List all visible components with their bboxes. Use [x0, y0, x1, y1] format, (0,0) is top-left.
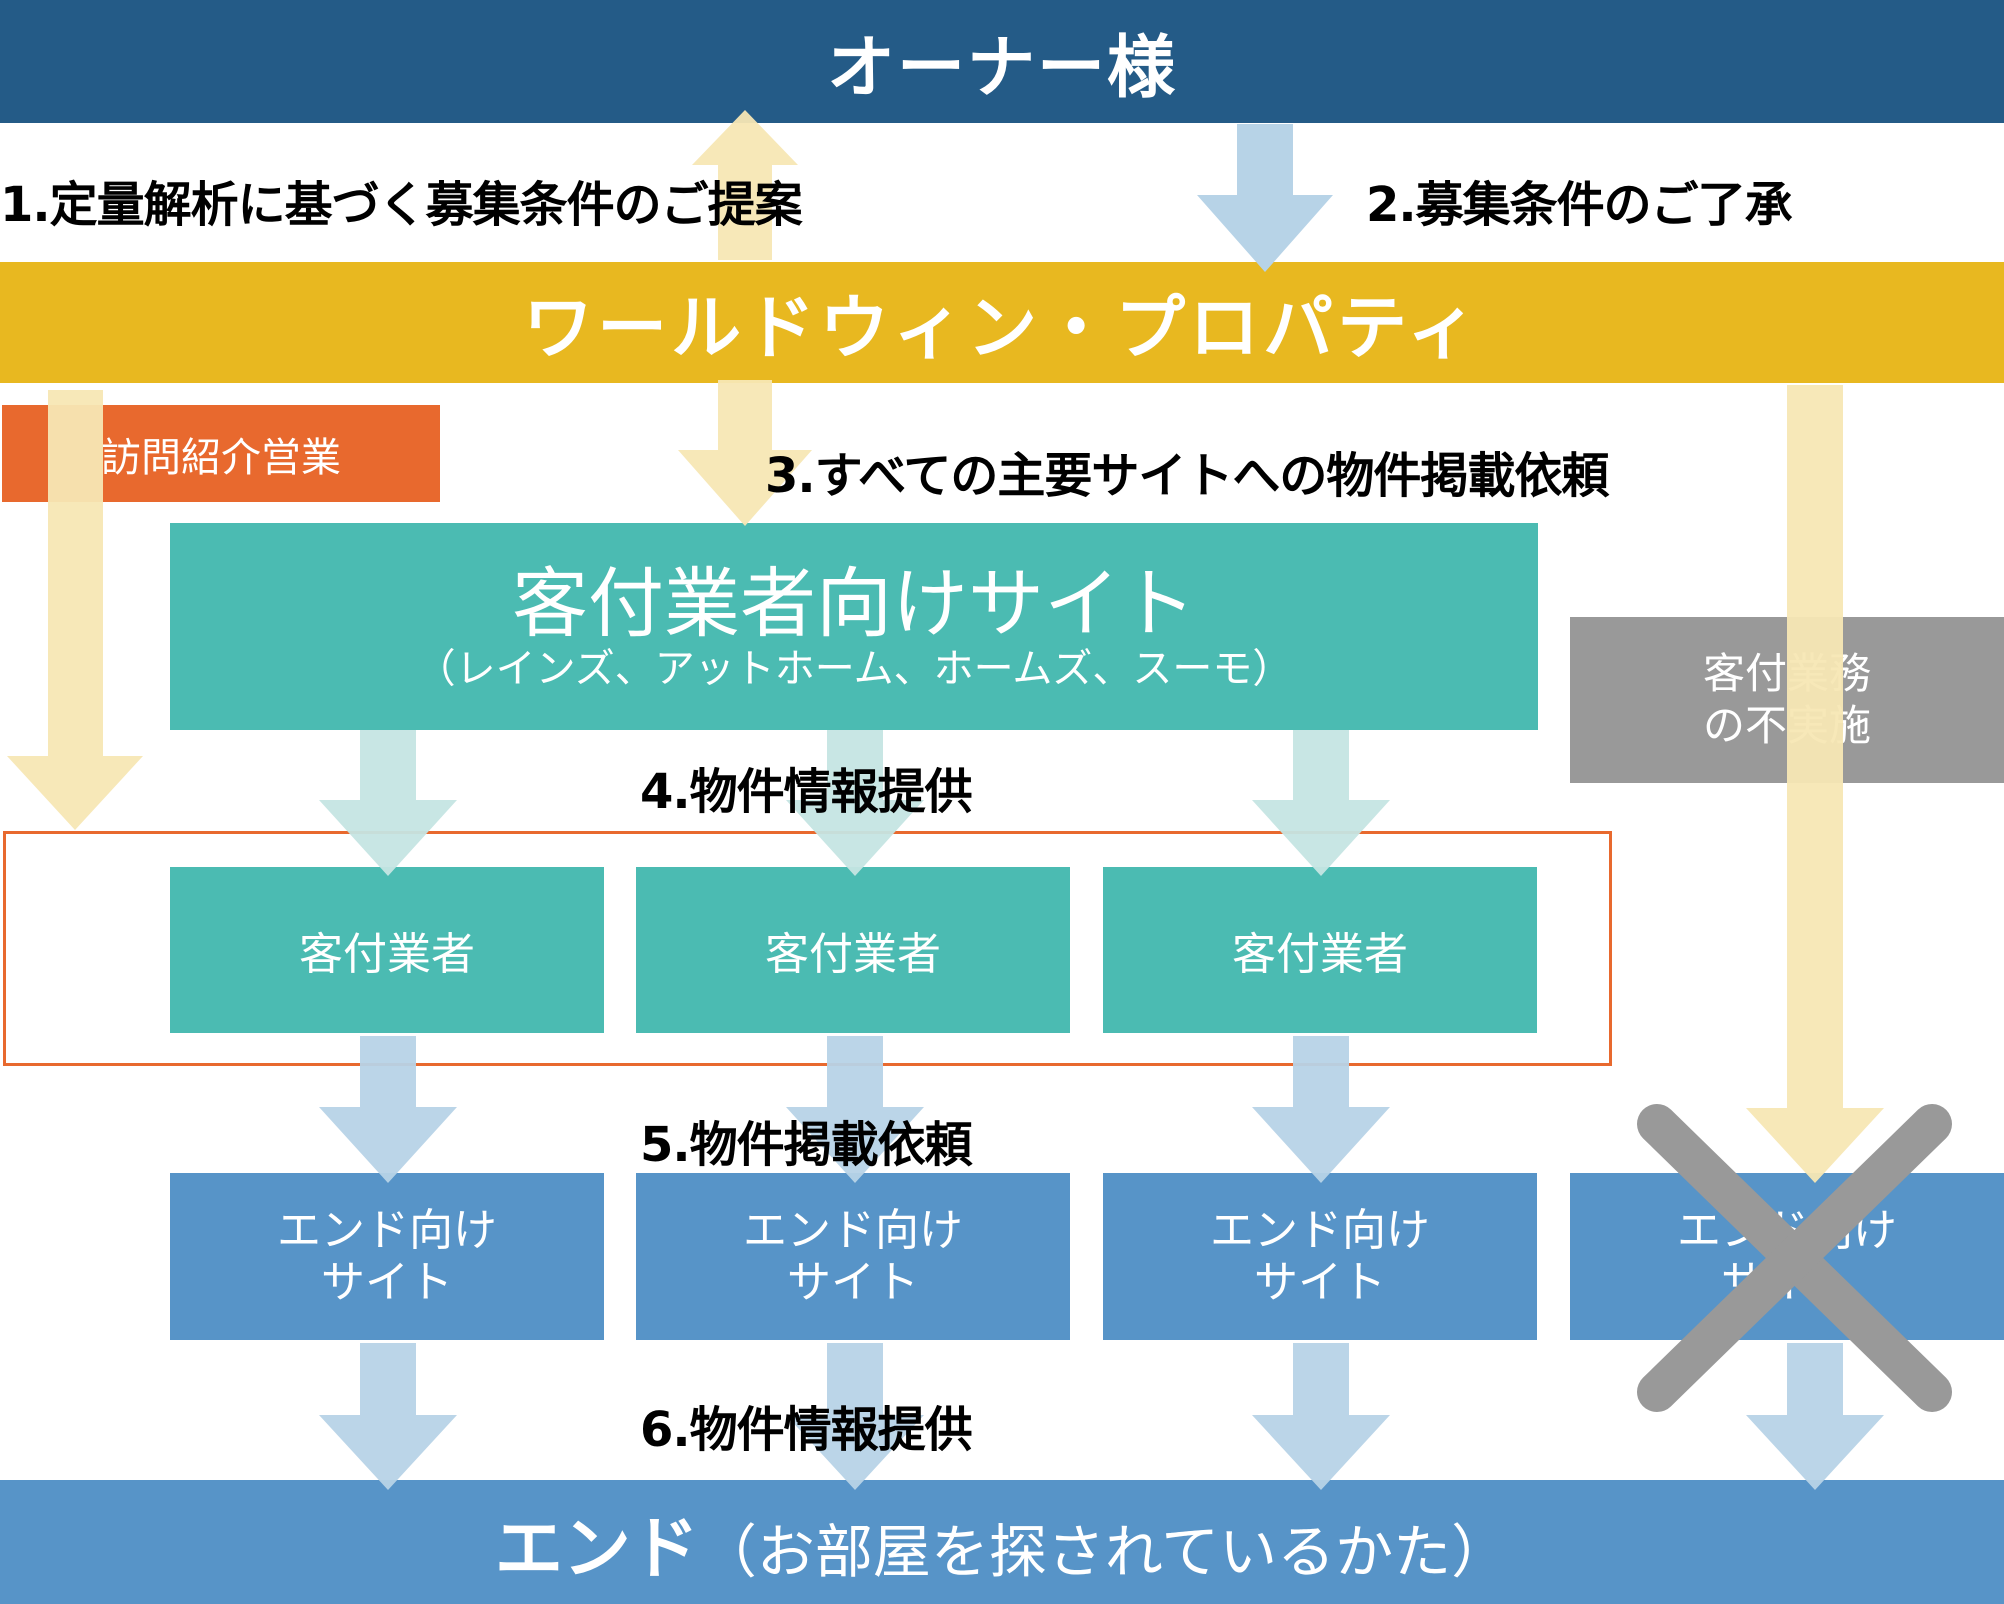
arrow-down-icon — [786, 1343, 924, 1490]
visit-sales-label: 訪問紹介営業 — [101, 434, 341, 481]
arrow-down-icon — [319, 1036, 457, 1183]
step-2-label: 2.募集条件のご了承 — [1366, 177, 1793, 233]
end-site-box: エンド向け サイト — [636, 1173, 1070, 1340]
end-site-box: エンド向け サイト — [170, 1173, 604, 1340]
owner-bar: オーナー様 — [0, 0, 2004, 123]
end-site-line1: エンド向け — [277, 1204, 497, 1256]
arrow-down-icon — [786, 1036, 924, 1183]
step-6-label: 6.物件情報提供 — [640, 1402, 973, 1458]
arrow-down-icon — [7, 390, 143, 830]
arrow-down-icon — [1252, 1036, 1390, 1183]
arrow-down-icon — [1746, 385, 1884, 1183]
end-user-label: エンド — [494, 1509, 699, 1589]
arrow-up-icon — [692, 110, 798, 260]
step-3-label: 3.すべての主要サイトへの物件掲載依頼 — [765, 448, 1609, 504]
arrow-down-icon — [1746, 1343, 1884, 1490]
agent-box: 客付業者 — [636, 867, 1070, 1033]
owner-label: オーナー様 — [826, 29, 1177, 108]
agent-label: 客付業者 — [299, 929, 475, 980]
end-site-line2: サイト — [787, 1256, 919, 1308]
step-5-label: 5.物件掲載依頼 — [640, 1117, 973, 1173]
company-bar: ワールドウィン・プロパティ — [0, 262, 2004, 383]
agent-box: 客付業者 — [170, 867, 604, 1033]
cross-icon — [1637, 1104, 1952, 1412]
arrow-down-icon — [1252, 730, 1390, 876]
arrow-down-icon — [319, 730, 457, 876]
agent-label: 客付業者 — [1232, 929, 1408, 980]
arrow-down-icon — [319, 1343, 457, 1490]
step-1-label: 1.定量解析に基づく募集条件のご提案 — [0, 177, 803, 233]
arrow-down-icon — [678, 380, 812, 526]
end-user-bar: エンド（お部屋を探されているかた） — [0, 1480, 2004, 1604]
company-label: ワールドウィン・プロパティ — [523, 287, 1481, 369]
agent-site-title: 客付業者向けサイト — [512, 558, 1196, 648]
arrow-down-icon — [1197, 124, 1333, 272]
end-site-line1: エンド向け — [743, 1204, 963, 1256]
end-site-line2: サイト — [1254, 1256, 1386, 1308]
arrow-down-icon — [786, 730, 924, 876]
end-user-sublabel: （お部屋を探されているかた） — [698, 1517, 1510, 1586]
end-site-line2: サイト — [321, 1256, 453, 1308]
arrow-down-icon — [1252, 1343, 1390, 1490]
agent-site-box: 客付業者向けサイト （レインズ、アットホーム、ホームズ、スーモ） — [170, 523, 1538, 730]
agent-box: 客付業者 — [1103, 867, 1537, 1033]
step-4-label: 4.物件情報提供 — [640, 764, 973, 820]
end-site-line1: エンド向け — [1210, 1204, 1430, 1256]
end-site-box: エンド向け サイト — [1103, 1173, 1537, 1340]
agents-group-outline — [3, 831, 1612, 1066]
agent-site-subtitle: （レインズ、アットホーム、ホームズ、スーモ） — [415, 645, 1293, 692]
agent-label: 客付業者 — [765, 929, 941, 980]
